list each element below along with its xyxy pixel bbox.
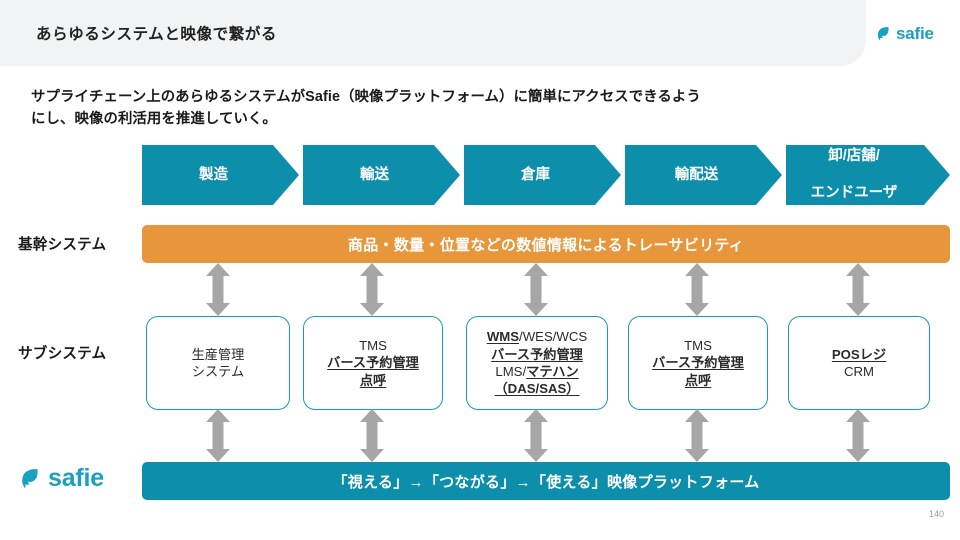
safie-logo-footer: safie <box>18 464 104 493</box>
double-arrow-icon <box>359 263 385 316</box>
sub-system-line: バース予約管理 <box>652 355 744 371</box>
double-arrow-icon <box>205 409 231 462</box>
safie-leaf-icon <box>877 27 889 41</box>
sub-system-line: 点呼 <box>359 372 387 388</box>
sub-system-box-delivery-tms: TMS バース予約管理 点呼 <box>628 316 768 410</box>
sub-system-line: 点呼 <box>684 372 712 388</box>
double-arrow-icon <box>205 263 231 316</box>
chevron-step-delivery: 輸配送 <box>625 145 782 205</box>
double-arrow-icon <box>359 409 385 462</box>
row-label-core-system: 基幹システム <box>18 237 107 253</box>
sub-system-line-underlined: マテハン <box>526 364 579 379</box>
core-system-band-text: 商品・数量・位置などの数値情報によるトレーサビリティ <box>347 236 745 254</box>
sub-system-box-retail-pos: POSレジ CRM <box>788 316 930 410</box>
safie-logo-text: safie <box>896 24 934 43</box>
double-arrow-icon <box>845 263 871 316</box>
row-label-sub-system: サブシステム <box>18 346 107 362</box>
chevron-label: 輸配送 <box>674 166 719 183</box>
sub-system-line: LMS/マテハン <box>495 363 578 380</box>
sub-system-line: POSレジ <box>831 346 887 362</box>
chevron-step-warehouse: 倉庫 <box>464 145 621 205</box>
safie-logo-text: safie <box>48 464 104 492</box>
page-number: 140 <box>928 509 944 519</box>
double-arrow-icon <box>523 409 549 462</box>
lead-paragraph: サプライチェーン上のあらゆるシステムがSafie（映像プラットフォーム）に簡単に… <box>31 86 921 131</box>
sub-system-box-transport-tms: TMS バース予約管理 点呼 <box>303 316 443 410</box>
sub-system-line: バース予約管理 <box>491 346 583 362</box>
lead-line-1: サプライチェーン上のあらゆるシステムがSafie（映像プラットフォーム）に簡単に… <box>31 89 701 105</box>
chevron-label-line-1: 卸/店舗/ <box>828 148 880 165</box>
sub-system-line: TMS <box>359 337 387 353</box>
platform-bar-text: 「視える」→「つながる」→「使える」映像プラットフォーム <box>332 473 760 491</box>
sub-system-line: システム <box>191 364 245 379</box>
sub-system-line-suffix: /WES/WCS <box>519 329 588 345</box>
sub-system-box-warehouse-wms: WMS/WES/WCS バース予約管理 LMS/マテハン （DAS/SAS） <box>466 316 608 410</box>
sub-system-line: （DAS/SAS） <box>494 381 580 397</box>
lead-line-2: にし、映像の利活用を推進していく。 <box>31 111 277 128</box>
chevron-label: 製造 <box>199 166 228 183</box>
sub-system-line: WMS/WES/WCS <box>487 328 587 345</box>
sub-system-line-underlined: WMS <box>486 329 520 345</box>
sub-system-box-production: 生産管理 システム <box>146 316 290 410</box>
chevron-step-transport: 輸送 <box>303 145 460 205</box>
sub-system-line: バース予約管理 <box>327 355 419 371</box>
header-panel <box>0 0 866 66</box>
chevron-label: 輸送 <box>360 166 389 183</box>
platform-bar: 「視える」→「つながる」→「使える」映像プラットフォーム <box>142 462 950 500</box>
safie-leaf-icon <box>22 468 38 488</box>
double-arrow-icon <box>523 263 549 316</box>
core-system-band: 商品・数量・位置などの数値情報によるトレーサビリティ <box>142 225 950 263</box>
page-title: あらゆるシステムと映像で繋がる <box>36 26 278 43</box>
double-arrow-icon <box>845 409 871 462</box>
chevron-label: 卸/店舗/ エンドユーザ <box>811 147 926 203</box>
sub-system-line: 生産管理 <box>191 346 245 362</box>
chevron-step-manufacturing: 製造 <box>142 145 299 205</box>
chevron-label: 倉庫 <box>521 166 550 183</box>
sub-system-line-prefix: LMS/ <box>495 364 527 379</box>
sub-system-line: CRM <box>843 364 875 379</box>
chevron-step-retail-enduser: 卸/店舗/ エンドユーザ <box>786 145 950 205</box>
sub-system-line: TMS <box>684 337 712 353</box>
chevron-label-line-2: エンドユーザ <box>810 185 898 202</box>
double-arrow-icon <box>684 263 710 316</box>
double-arrow-icon <box>684 409 710 462</box>
supply-chain-flow: 製造 輸送 倉庫 輸配送 卸/店舗/ エンドユーザ <box>142 145 950 205</box>
safie-logo-header: safie <box>875 24 934 44</box>
